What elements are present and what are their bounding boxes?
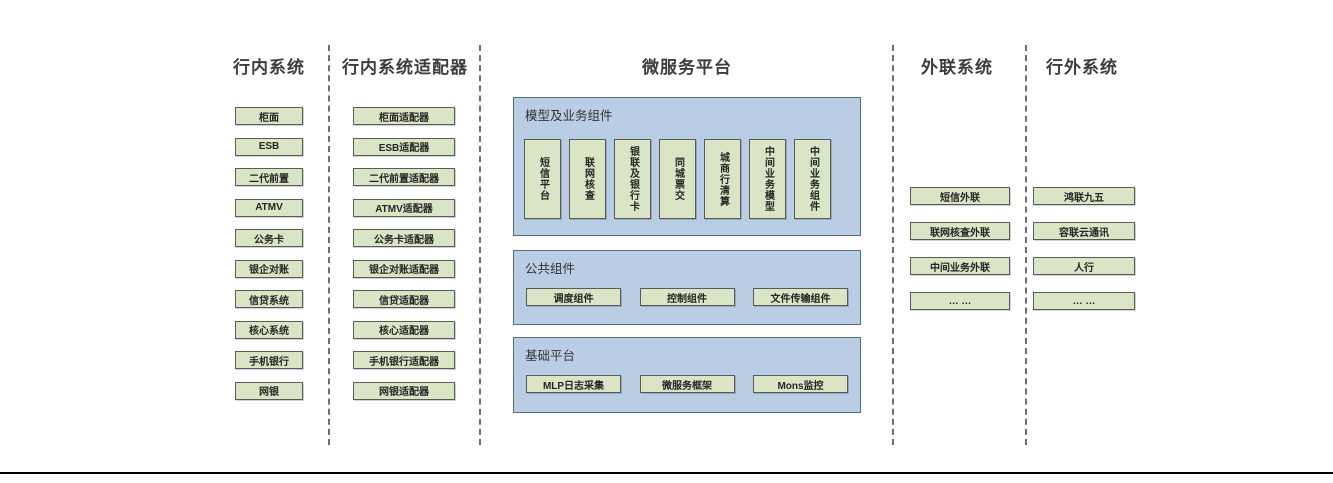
adapter-box: 手机银行适配器 bbox=[353, 351, 455, 369]
system-box: 信贷系统 bbox=[235, 290, 303, 308]
component-box: 微服务框架 bbox=[639, 375, 735, 393]
divider-platform-external bbox=[892, 45, 894, 445]
internal-adapters-list: 柜面适配器 ESB适配器二代前置适配器 ATMV适配器公务卡适配器银企对账适配器信贷… bbox=[353, 107, 455, 400]
component-box: 同城票交 bbox=[659, 139, 696, 219]
adapter-box: 柜面适配器 bbox=[353, 107, 455, 125]
system-box: 公务卡 bbox=[235, 229, 303, 247]
external-system-box: 短信外联 bbox=[910, 187, 1010, 205]
panel-label: 模型及业务组件 bbox=[525, 109, 613, 123]
component-box: 中间业务组件 bbox=[794, 139, 831, 219]
adapter-box: 银企对账适配器 bbox=[353, 259, 455, 278]
external-system-box: 中间业务外联 bbox=[910, 257, 1010, 275]
component-box: 短信平台 bbox=[524, 139, 561, 219]
component-box: 城商行清算 bbox=[704, 139, 741, 219]
system-box: 二代前置 bbox=[235, 168, 303, 186]
external-system-box: 联网核查外联 bbox=[910, 222, 1010, 240]
common-components-list: 调度组件控制组件文件传输组件 bbox=[526, 288, 848, 306]
column-title-microservice-platform: 微服务平台 bbox=[642, 58, 732, 77]
panel-label: 基础平台 bbox=[525, 349, 576, 363]
internal-systems-list: 柜面 ESB 二代前置 ATMV 公务卡银企对账信贷系统核心系统手机银行网银 bbox=[235, 107, 303, 400]
adapter-box: 公务卡适配器 bbox=[353, 229, 455, 247]
panel-label: 公共组件 bbox=[525, 262, 576, 276]
panel-common-components: 公共组件 调度组件控制组件文件传输组件 bbox=[513, 250, 861, 325]
outside-system-box: … … bbox=[1033, 292, 1135, 310]
divider-adapters-platform bbox=[479, 45, 481, 445]
base-platform-list: MLP日志采集微服务框架 Mons监控 bbox=[526, 375, 848, 393]
adapter-box: 核心适配器 bbox=[353, 320, 455, 339]
system-box: 银企对账 bbox=[235, 259, 303, 278]
system-box: 网银 bbox=[235, 381, 303, 400]
component-box: 银联及银行卡 bbox=[614, 139, 651, 219]
column-title-internal-systems: 行内系统 bbox=[233, 58, 305, 77]
adapter-box: 网银适配器 bbox=[353, 381, 455, 400]
divider-internal-adapters bbox=[328, 45, 330, 445]
adapter-box: ESB适配器 bbox=[353, 137, 455, 156]
system-box: 核心系统 bbox=[235, 320, 303, 339]
column-title-outside-systems: 行外系统 bbox=[1046, 58, 1118, 77]
component-box: 控制组件 bbox=[639, 288, 735, 306]
panel-model-business-components: 模型及业务组件 短信平台联网核查银联及银行卡同城票交城商行清算中间业务模型中间业… bbox=[513, 97, 861, 236]
column-title-internal-adapters: 行内系统适配器 bbox=[342, 58, 468, 77]
external-link-systems-list: 短信外联联网核查外联中间业务外联 … … bbox=[910, 187, 1010, 310]
model-business-components-list: 短信平台联网核查银联及银行卡同城票交城商行清算中间业务模型中间业务组件 bbox=[524, 139, 831, 219]
component-box: 文件传输组件 bbox=[753, 288, 848, 306]
outside-system-box: 人行 bbox=[1033, 257, 1135, 275]
panel-base-platform: 基础平台 MLP日志采集微服务框架 Mons监控 bbox=[513, 337, 861, 413]
external-system-box: … … bbox=[910, 292, 1010, 310]
component-box: Mons监控 bbox=[753, 375, 848, 393]
adapter-box: 信贷适配器 bbox=[353, 290, 455, 308]
system-box: ATMV bbox=[235, 198, 303, 217]
adapter-box: 二代前置适配器 bbox=[353, 168, 455, 186]
column-title-external-link-systems: 外联系统 bbox=[921, 58, 993, 77]
outside-system-box: 容联云通讯 bbox=[1033, 222, 1135, 240]
system-box: 柜面 bbox=[235, 107, 303, 125]
bottom-rule bbox=[0, 472, 1333, 474]
system-box: ESB bbox=[235, 137, 303, 156]
component-box: 中间业务模型 bbox=[749, 139, 786, 219]
component-box: MLP日志采集 bbox=[526, 375, 621, 393]
outside-systems-list: 鸿联九五容联云通讯人行 … … bbox=[1033, 187, 1135, 310]
component-box: 调度组件 bbox=[526, 288, 621, 306]
component-box: 联网核查 bbox=[569, 139, 606, 219]
outside-system-box: 鸿联九五 bbox=[1033, 187, 1135, 205]
adapter-box: ATMV适配器 bbox=[353, 198, 455, 217]
divider-external-outside bbox=[1025, 45, 1027, 445]
system-box: 手机银行 bbox=[235, 351, 303, 369]
